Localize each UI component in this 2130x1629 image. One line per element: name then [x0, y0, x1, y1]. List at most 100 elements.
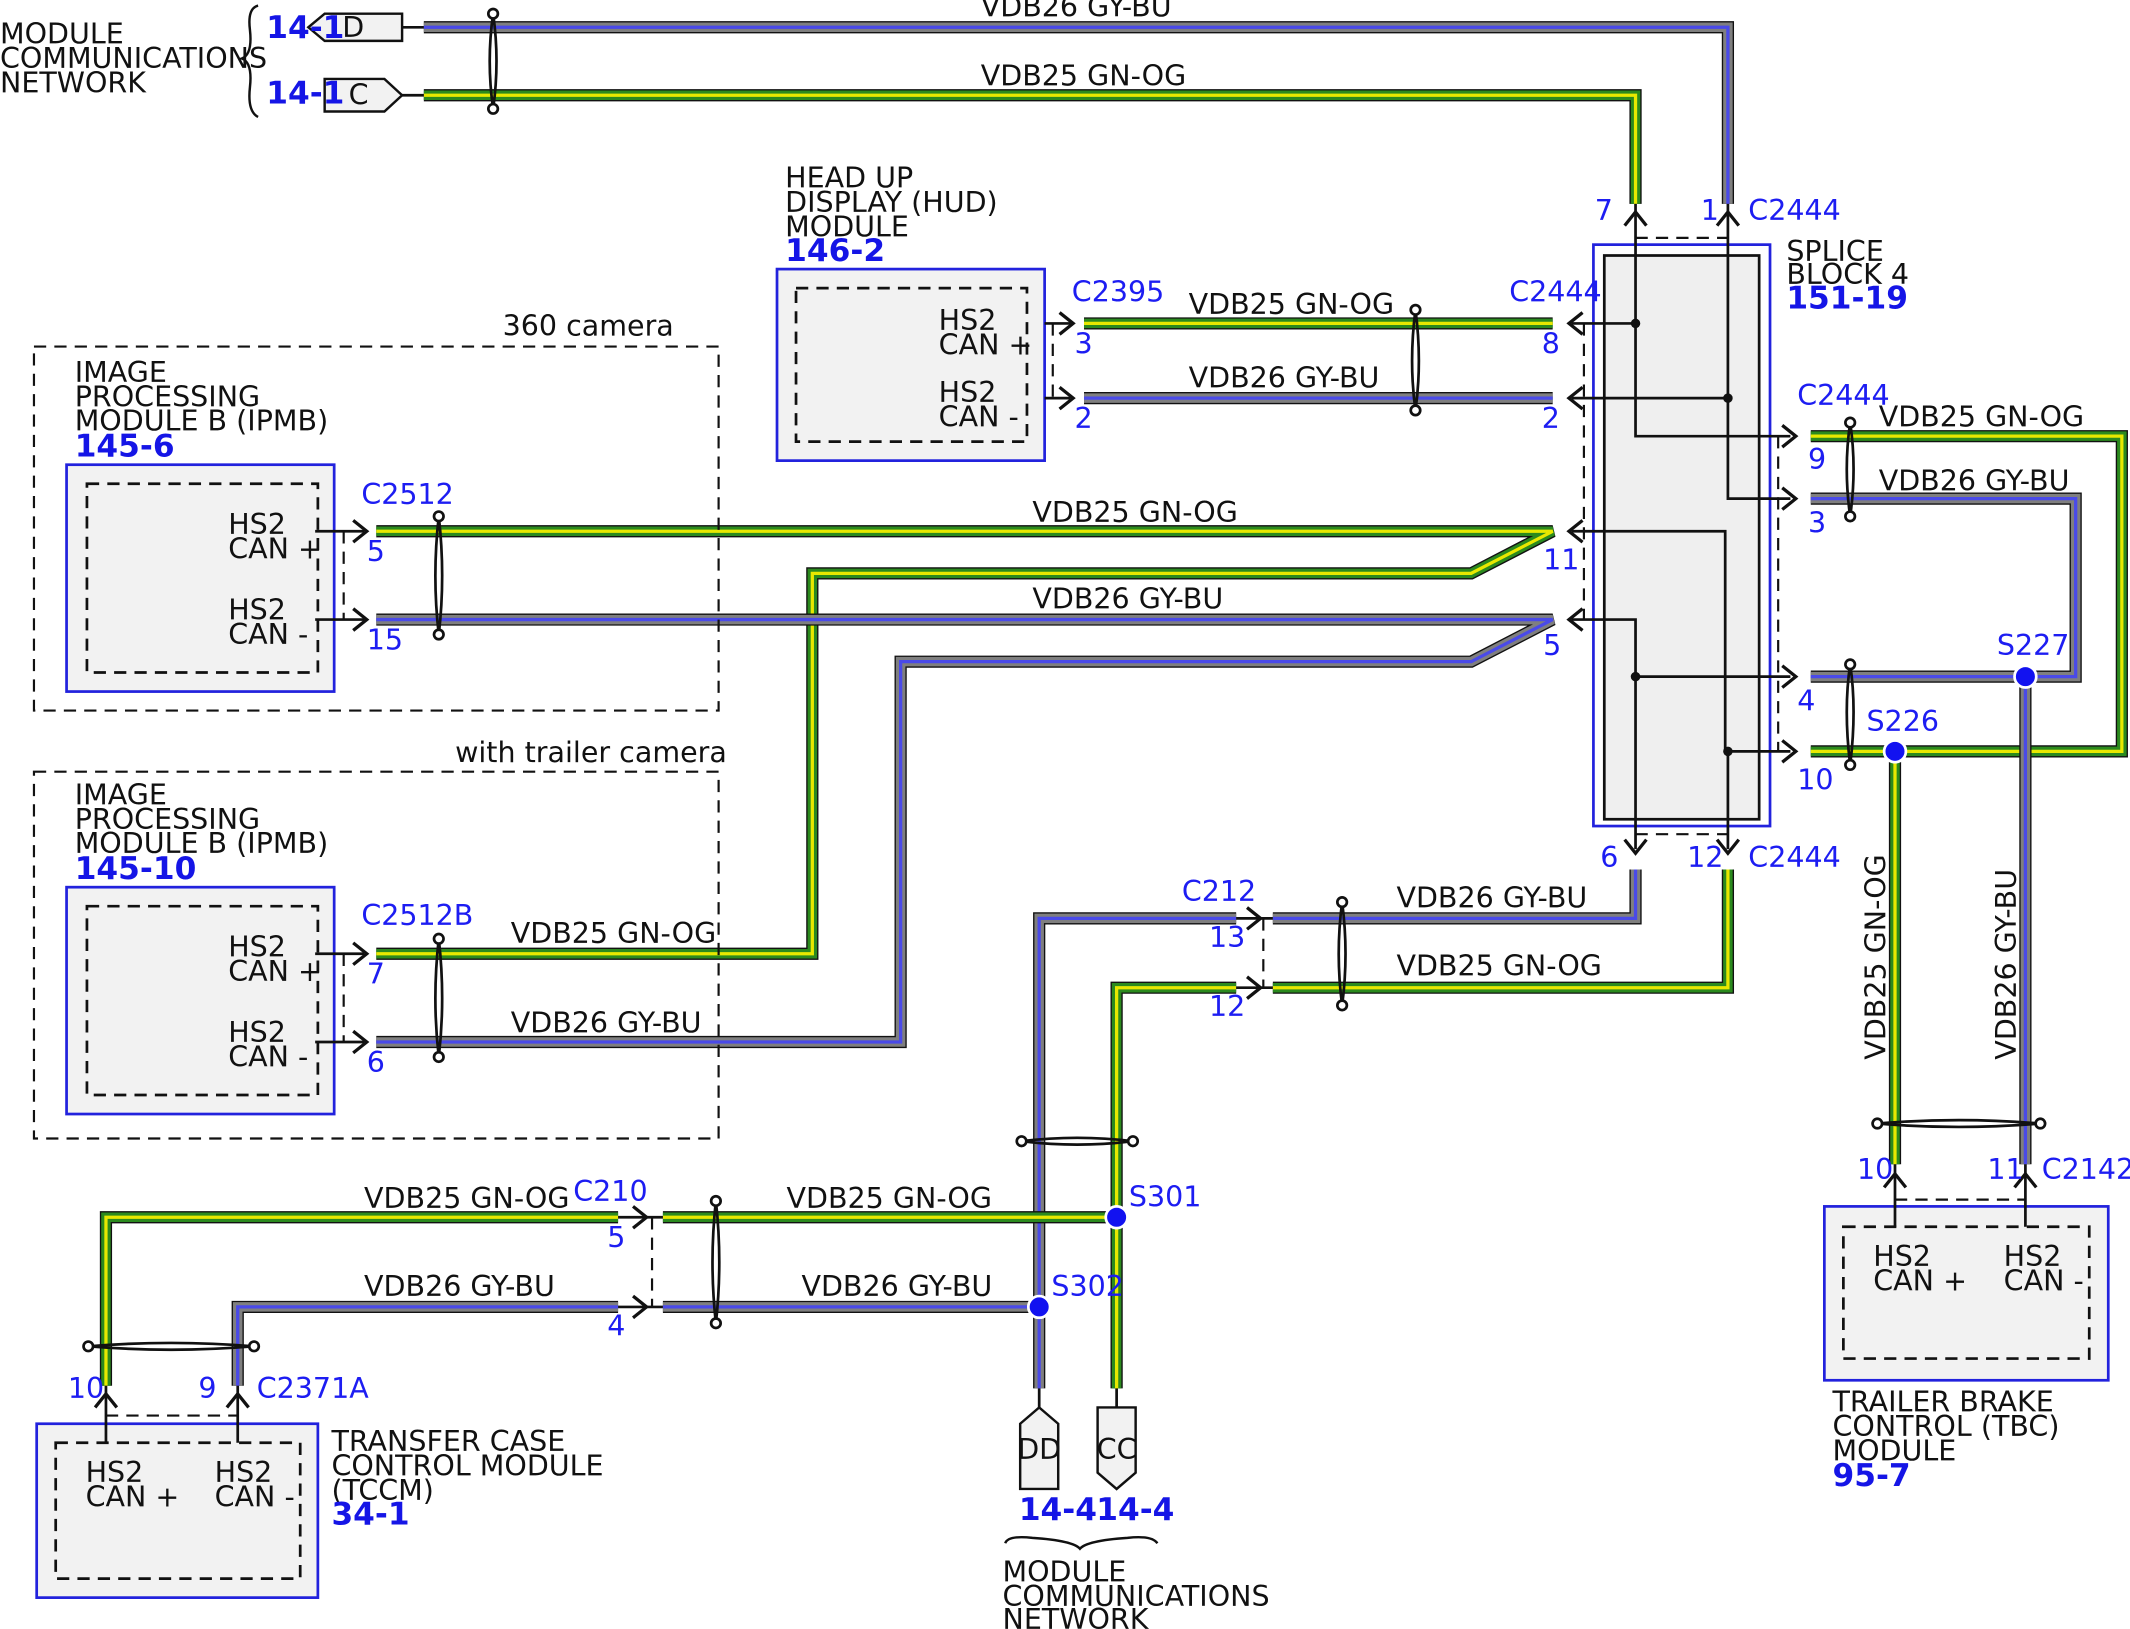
- ipmb2-can-neg-1: HS2: [228, 1016, 286, 1049]
- wire-label-hud-gn-og: VDB25 GN-OG: [1189, 288, 1394, 321]
- wire-label-tbc-gn-og: VDB25 GN-OG: [1859, 854, 1892, 1059]
- hud-name-2: DISPLAY (HUD): [785, 186, 998, 219]
- ipmb2-pin-7: 7: [367, 958, 385, 991]
- ipmb-360-camera[interactable]: 360 camera IMAGE PROCESSING MODULE B (IP…: [32, 310, 720, 712]
- wire-label-ipmb2-gy-bu: VDB26 GY-BU: [511, 1007, 702, 1040]
- mcn-top: D C 14-1 14-1 MODULE COMMUNICATIONS NETW…: [0, 4, 424, 119]
- hud-module-inner: [794, 286, 1029, 443]
- splice-pin-6: 6: [1600, 841, 1618, 874]
- hud-can-neg-1: HS2: [939, 376, 997, 409]
- wire-label-c212-gn-og: VDB25 GN-OG: [1396, 949, 1601, 982]
- brace-top: [238, 4, 259, 119]
- wire-label-ipmb-gy-bu: VDB26 GY-BU: [1032, 583, 1223, 616]
- splice-pin-7: 7: [1595, 194, 1613, 227]
- splice-conn-left: C2444: [1509, 276, 1601, 309]
- twist-marker-dd-cc: [1015, 1135, 1140, 1148]
- ipmb1-module-inner: [85, 482, 320, 674]
- mcn-bottom-label-1: MODULE: [1003, 1555, 1127, 1588]
- splice-s226-dot: [1882, 739, 1908, 764]
- wire-gn-og-top-layer-2: [423, 93, 1638, 204]
- tbc-pin-10: 10: [1857, 1153, 1893, 1186]
- splice-s227-dot: [2013, 664, 2038, 689]
- tbc-module[interactable]: 10 11 C2142 HS2 CAN + HS2 CAN - TRAILER …: [1822, 1153, 2130, 1494]
- hud-ref[interactable]: 146-2: [785, 233, 885, 269]
- c210-pin-5: 5: [607, 1221, 625, 1254]
- ipmb2-can-pos-2: CAN +: [228, 955, 322, 988]
- splice-pin-4: 4: [1797, 685, 1815, 718]
- ipmb2-ref[interactable]: 145-10: [75, 851, 197, 887]
- splice-s227-label: S227: [1997, 629, 2070, 662]
- ipmb2-group-border: [32, 770, 720, 1140]
- ref-14-1-c[interactable]: 14-1: [266, 75, 344, 111]
- wire-cc-gn-og-layer-2: [1114, 986, 1237, 1389]
- ipmb1-can-neg-1: HS2: [228, 594, 286, 627]
- wire-label-top-gn-og: VDB25 GN-OG: [981, 60, 1186, 93]
- wire-label-top-gy-bu: VDB26 GY-BU: [981, 0, 1172, 23]
- wire-label-loop-gy-bu: VDB26 GY-BU: [1879, 465, 2070, 498]
- wire-gn-og-top-layer-0: [423, 89, 1642, 204]
- wire-label-c210-gy-bu: VDB26 GY-BU: [801, 1270, 992, 1303]
- splice-name-2: BLOCK 4: [1786, 258, 1909, 291]
- c210-label: C210: [573, 1175, 647, 1208]
- wire-ipmb-gy-bu: [376, 620, 1552, 1042]
- tccm-conn: C2371A: [257, 1372, 369, 1405]
- hud-module[interactable]: HEAD UP DISPLAY (HUD) MODULE 146-2 HS2 C…: [775, 162, 1164, 462]
- wire-label-hud-gy-bu: VDB26 GY-BU: [1189, 361, 1380, 394]
- connector-d-label: D: [342, 11, 364, 44]
- ref-14-1-d[interactable]: 14-1: [266, 10, 344, 46]
- ipmb-trailer-camera[interactable]: with trailer camera IMAGE PROCESSING MOD…: [32, 736, 727, 1140]
- twist-marker-ipmb2: [432, 932, 445, 1064]
- splice-conn-right: C2444: [1797, 379, 1889, 412]
- hud-pin-2: 2: [1075, 402, 1093, 435]
- ipmb1-conn: C2512: [361, 478, 453, 511]
- mcn-top-label-1: MODULE: [0, 18, 124, 51]
- tccm-module[interactable]: 10 9 C2371A HS2 CAN + HS2 CAN - TRANSFER…: [35, 1372, 604, 1599]
- splice-name-1: SPLICE: [1786, 235, 1884, 268]
- twist-marker-hud: [1409, 303, 1422, 417]
- wire-tccm-gy-bu-layer-2: [236, 1305, 619, 1386]
- tccm-ref[interactable]: 34-1: [331, 1496, 409, 1532]
- hud-can-pos-2: CAN +: [939, 329, 1033, 362]
- splice-s301-label: S301: [1129, 1180, 1202, 1213]
- ref-14-4-cc[interactable]: 14-4: [1096, 1492, 1174, 1528]
- twist-marker-ipmb1: [432, 510, 445, 641]
- tbc-can-pos-2: CAN +: [1873, 1265, 1967, 1298]
- wire-label-tccm-gn-og: VDB25 GN-OG: [364, 1182, 569, 1215]
- ipmb1-pin-5: 5: [367, 535, 385, 568]
- ipmb1-module-outer: [65, 463, 336, 693]
- splice-pin-3: 3: [1808, 507, 1826, 540]
- ipmb1-ref[interactable]: 145-6: [75, 429, 175, 465]
- hud-module-outer: [775, 267, 1046, 462]
- wire-gy-bu-top-layer-2: [423, 25, 1730, 204]
- wire-label-c212-gy-bu: VDB26 GY-BU: [1396, 882, 1587, 915]
- ref-14-4-dd[interactable]: 14-4: [1019, 1492, 1097, 1528]
- splice-s302-label: S302: [1051, 1270, 1124, 1303]
- mcn-bottom-label-2: COMMUNICATIONS: [1003, 1580, 1270, 1613]
- ipmb1-pin-15: 15: [367, 623, 403, 656]
- wire-gy-bu-top-layer-0: [423, 21, 1735, 204]
- splice-block-outer: [1592, 243, 1772, 828]
- splice-block-4: [1566, 203, 1799, 856]
- wire-label-ipmb-gn-og: VDB25 GN-OG: [1032, 496, 1237, 529]
- splice-pin-10: 10: [1797, 763, 1833, 796]
- hud-conn: C2395: [1072, 276, 1164, 309]
- mcn-top-label-3: NETWORK: [0, 67, 147, 100]
- ipmb1-name-1: IMAGE: [75, 356, 167, 389]
- tbc-ref[interactable]: 95-7: [1833, 1458, 1911, 1494]
- ipmb2-can-pos-1: HS2: [228, 930, 286, 963]
- tccm-pin-10: 10: [68, 1372, 104, 1405]
- splice-ref[interactable]: 151-19: [1786, 280, 1908, 316]
- connector-c-label: C: [349, 79, 369, 112]
- tbc-module-outer: [1822, 1205, 2110, 1382]
- tccm-name-2: CONTROL MODULE: [331, 1449, 603, 1482]
- splice-pin-9: 9: [1808, 443, 1826, 476]
- brace-bottom: [1004, 1535, 1159, 1551]
- wire-tccm-gn-og-layer-2: [104, 1215, 619, 1386]
- tccm-pin-9: 9: [198, 1372, 216, 1405]
- ipmb2-name-3: MODULE B (IPMB): [75, 827, 329, 860]
- ipmb1-name-3: MODULE B (IPMB): [75, 405, 329, 438]
- tbc-name-2: CONTROL (TBC): [1833, 1410, 2060, 1443]
- splice-conn-bottom: C2444: [1748, 841, 1840, 874]
- tbc-conn: C2142: [2042, 1153, 2130, 1186]
